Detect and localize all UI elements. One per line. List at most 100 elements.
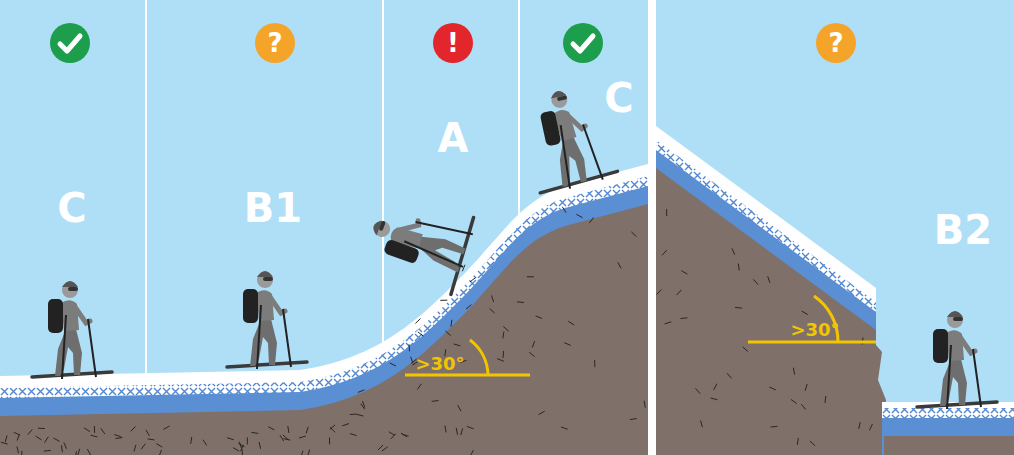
falling-skier: [361, 186, 480, 295]
ground-tick: [402, 434, 409, 436]
warning-icon: !: [433, 23, 473, 63]
ground-tick: [665, 322, 672, 324]
ground-tick: [644, 401, 645, 408]
ground-tick: [134, 445, 136, 452]
angle-mark: [405, 296, 876, 375]
zone-label: A: [438, 115, 469, 161]
ground-tick: [517, 301, 524, 303]
ground-tick: [411, 357, 413, 364]
ground-tick: [131, 426, 136, 431]
ground-tick: [148, 439, 155, 440]
ground-tick: [1, 442, 8, 444]
ground-tick: [156, 444, 162, 448]
ground-tick: [390, 363, 396, 366]
ground-tick: [61, 445, 63, 452]
ground-tick: [64, 442, 67, 448]
ground-tick: [461, 428, 463, 435]
ground-tick: [306, 427, 308, 434]
ground-tick: [163, 426, 169, 429]
ground-tick: [280, 435, 284, 441]
ground-tick: [233, 448, 239, 452]
angle-label: >30°: [415, 353, 464, 374]
zone-divider: [145, 0, 147, 400]
ground-tick: [259, 442, 260, 449]
terrain-layer: [0, 176, 648, 455]
sky-panel: [0, 0, 648, 455]
ground-tick: [357, 414, 364, 416]
ground-tick: [470, 278, 476, 282]
ground-tick: [666, 209, 667, 216]
skier: [32, 281, 112, 379]
ground-tick: [801, 404, 806, 409]
ground-tick: [28, 429, 33, 434]
ground-tick: [532, 341, 534, 348]
ground-tick: [630, 419, 637, 420]
zone-label: C: [604, 75, 633, 121]
ground-tick: [701, 420, 703, 427]
ground-tick: [793, 368, 794, 375]
ground-tick: [768, 276, 770, 283]
ground-tick: [350, 414, 357, 415]
ground-tick: [735, 307, 742, 309]
ground-tick: [568, 321, 574, 325]
zone-label: C: [57, 185, 86, 231]
ground-tick: [141, 444, 145, 450]
terrain-layer: [0, 186, 648, 455]
ground-tick: [869, 424, 872, 430]
ground-tick: [791, 399, 797, 403]
ground-tick: [5, 435, 7, 442]
ground-tick: [727, 373, 732, 378]
ground-tick: [529, 352, 534, 356]
ground-tick: [94, 426, 95, 433]
ground-tick: [458, 405, 461, 411]
ground-tick: [21, 451, 22, 455]
ground-tick: [562, 207, 566, 213]
ground-tick: [589, 217, 593, 223]
ground-tick: [203, 440, 207, 446]
ground-tick: [680, 317, 687, 319]
ground-tick: [753, 279, 758, 284]
ground-tick: [361, 404, 365, 410]
ground-tick: [84, 428, 90, 432]
ground-tick: [859, 422, 861, 429]
ground-tick: [432, 400, 439, 402]
ground-tick: [810, 441, 815, 446]
check-icon: [563, 23, 603, 63]
ground-tick: [87, 449, 90, 455]
ground-tick: [308, 450, 310, 455]
skier: [917, 311, 997, 409]
ground-tick: [681, 271, 687, 275]
ground-tick: [75, 451, 76, 455]
ground-tick: [45, 437, 49, 443]
ground-tick: [191, 437, 192, 444]
ground-tick: [594, 360, 595, 367]
zone-divider: [382, 0, 384, 400]
ground-tick: [467, 426, 474, 428]
ground-tick: [561, 427, 568, 429]
ground-tick: [743, 347, 748, 352]
ground-tick: [409, 344, 410, 351]
ground-tick: [44, 450, 51, 452]
ground-tick: [802, 311, 808, 314]
ground-tick: [497, 359, 504, 361]
ground-tick: [239, 442, 241, 449]
ground-tick: [116, 437, 123, 439]
icon-symbol: ?: [828, 28, 843, 58]
ground-tick: [445, 426, 446, 433]
ground-tick: [382, 447, 388, 451]
ground-tick: [503, 327, 508, 332]
ground-tick: [350, 434, 357, 436]
ground-tick: [797, 438, 799, 445]
ground-tick: [490, 308, 495, 313]
ground-tick: [456, 428, 457, 435]
ground-tick: [241, 449, 243, 455]
warning-icon: ?: [255, 23, 295, 63]
ground-tick: [662, 250, 667, 255]
ground-tick: [78, 449, 80, 455]
ground-tick: [536, 316, 543, 319]
ground-tick: [805, 384, 807, 391]
ground-tick: [36, 436, 42, 440]
ground-tick: [53, 438, 59, 441]
ground-tick: [470, 450, 473, 455]
ground-tick: [576, 214, 582, 217]
